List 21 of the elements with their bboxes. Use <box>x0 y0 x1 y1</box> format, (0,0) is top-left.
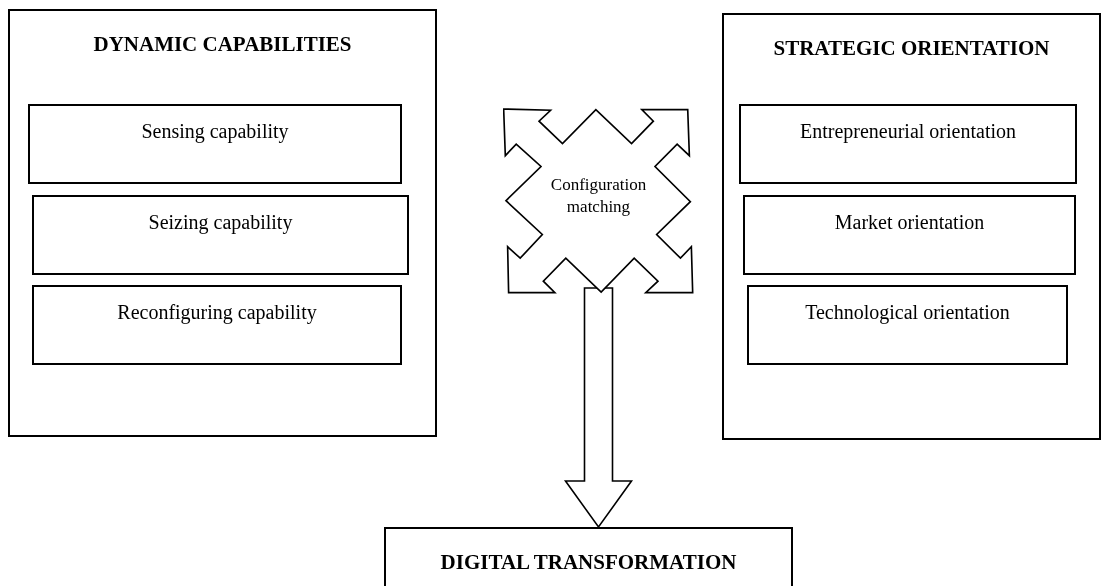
item-box <box>28 104 402 184</box>
block-arrow <box>563 287 634 529</box>
group-box <box>722 13 1101 440</box>
item-box <box>747 285 1068 365</box>
box-label: Sensing capability <box>140 119 290 144</box>
box-heading: DYNAMIC CAPABILITIES <box>92 31 353 57</box>
box-label: Seizing capability <box>147 210 294 235</box>
shape-label: Configuration matching <box>549 174 648 218</box>
box-label: Technological orientation <box>804 300 1011 325</box>
box-heading: DIGITAL TRANSFORMATION <box>439 549 738 575</box>
item-box <box>739 104 1077 184</box>
box-label: Reconfiguring capability <box>116 300 318 325</box>
box-label: Market orientation <box>833 210 986 235</box>
group-box <box>384 527 793 586</box>
item-box <box>743 195 1076 275</box>
item-box <box>32 195 409 275</box>
item-box <box>32 285 402 365</box>
box-label: Entrepreneurial orientation <box>799 119 1017 144</box>
box-heading: STRATEGIC ORIENTATION <box>772 35 1051 61</box>
group-box <box>8 9 437 437</box>
cross-arrow-shape <box>503 108 694 294</box>
